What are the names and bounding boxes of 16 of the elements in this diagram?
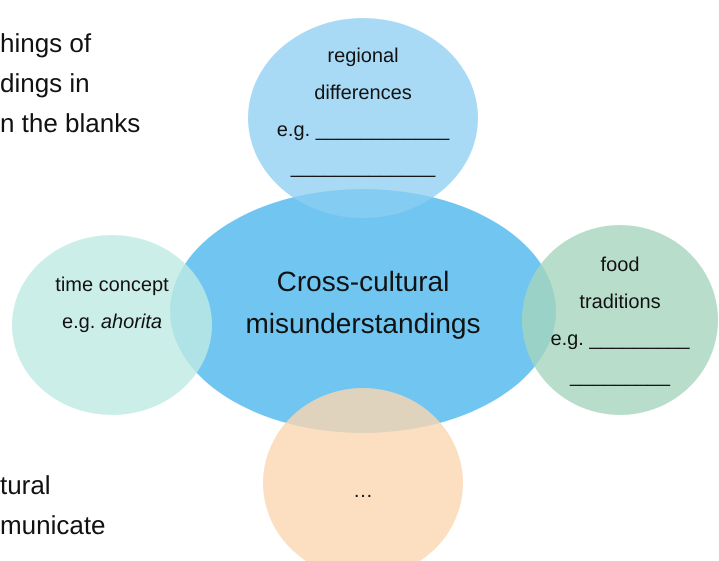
instruction-text: dings in — [0, 68, 90, 98]
category-title: food traditions — [578, 253, 662, 315]
category-title: … — [352, 479, 374, 504]
topic-title: Cross-cultural misunderstandings — [244, 265, 482, 341]
category-title: time concept — [54, 273, 170, 298]
example-blank: e.g. ____________ _____________ — [276, 118, 450, 180]
example-blank: e.g. _________ _________ — [549, 327, 691, 389]
category-title: regional differences — [313, 44, 413, 106]
category-circle — [522, 225, 718, 415]
example-blank: e.g. ahorita — [60, 310, 164, 335]
category-circle — [12, 235, 212, 415]
instruction-text: hings of — [0, 28, 92, 58]
instruction-text: tural — [0, 470, 51, 500]
instruction-text: municate — [0, 510, 106, 540]
category-circle — [248, 18, 478, 218]
instruction-text: n the blanks — [0, 108, 140, 138]
